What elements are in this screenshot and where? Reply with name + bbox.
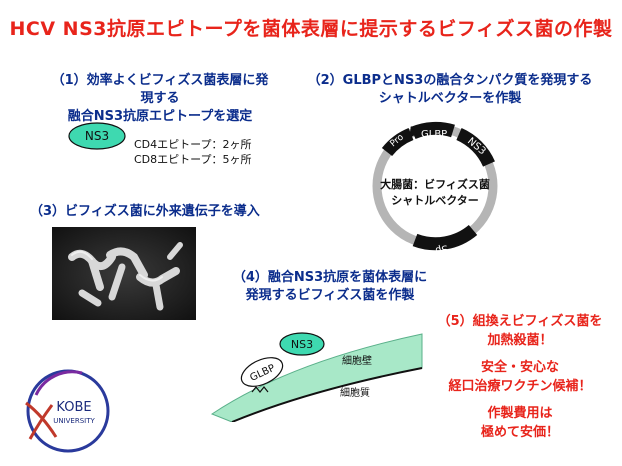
ns3-protein-label: NS3 [291,338,313,351]
step5-line6: 極めて安価！ [480,425,559,440]
glbp-segment [410,121,455,140]
epitope-list: CD4エピトープ：2ヶ所 CD8エピトープ：5ヶ所 [134,137,252,167]
step1-line2: 融合NS3抗原エピトープを選定 [67,109,253,124]
bacteria-image [52,227,196,320]
cell-surface-diagram: GLBP NS3 細胞壁 細胞質 [210,332,423,422]
promoter-arrow [409,126,417,138]
step3-heading: （3）ビフィズス菌に外来遺伝子を導入 [30,204,260,219]
logo-university: UNIVERSITY [53,417,95,425]
step5-line2: 加熱殺菌！ [487,333,553,348]
sp-segment [412,224,478,251]
step2-heading: （2）GLBPとNS3の融合タンパク質を発現する シャトルベクターを作製 [300,72,600,108]
ns3-badge: NS3 [68,122,126,150]
sp-label: Sp [434,242,449,256]
step5-line3: 安全・安心な [480,360,559,375]
step2-line2: シャトルベクターを作製 [378,91,522,106]
step4-heading: （4）融合NS3抗原を菌体表層に 発現するビフィズス菌を作製 [220,269,440,305]
cell-membrane [231,367,423,422]
ns3-segment [456,128,495,167]
step5-line1: （5）組換えビフィズス菌を [437,314,603,329]
cd8-epitope: CD8エピトープ：5ヶ所 [134,153,252,166]
kobe-university-logo: KOBE UNIVERSITY [25,369,110,453]
step4-line1: （4）融合NS3抗原を菌体表層に [232,270,428,285]
logo-kobe: KOBE [56,400,91,415]
glbp-label: GLBP [421,129,447,140]
bifidobacteria-micrograph [52,227,196,320]
vector-center-line1: 大腸菌：ビフィズス菌 [380,177,490,191]
shuttle-vector-diagram: Pro GLBP NS3 Sp 大腸菌：ビフィズス菌 シャトルベクター [372,121,498,256]
ns3-badge-label: NS3 [85,129,109,143]
cytoplasm-label: 細胞質 [340,386,370,399]
step5-block: （5）組換えビフィズス菌を 加熱殺菌！ 安全・安心な 経口治療ワクチン候補！ 作… [420,312,620,442]
anchor-spring [251,386,269,393]
step4-line2: 発現するビフィズス菌を作製 [245,288,415,303]
cd4-epitope: CD4エピトープ：2ヶ所 [134,138,252,151]
vector-center-line2: シャトルベクター [391,194,479,207]
step2-line1: （2）GLBPとNS3の融合タンパク質を発現する [307,73,593,88]
step1-line1: （1）効率よくビフィズス菌表層に発現する [51,73,269,106]
step5-line4: 経口治療ワクチン候補！ [448,379,592,394]
cell-wall-label: 細胞壁 [342,354,372,367]
step1-heading: （1）効率よくビフィズス菌表層に発現する 融合NS3抗原エピトープを選定 [50,72,270,126]
logo-cross-icon [25,401,58,440]
page-title: HCV NS3抗原エピトープを菌体表層に提示するビフィズス菌の作製 [9,18,613,40]
step5-line5: 作製費用は [487,406,553,421]
